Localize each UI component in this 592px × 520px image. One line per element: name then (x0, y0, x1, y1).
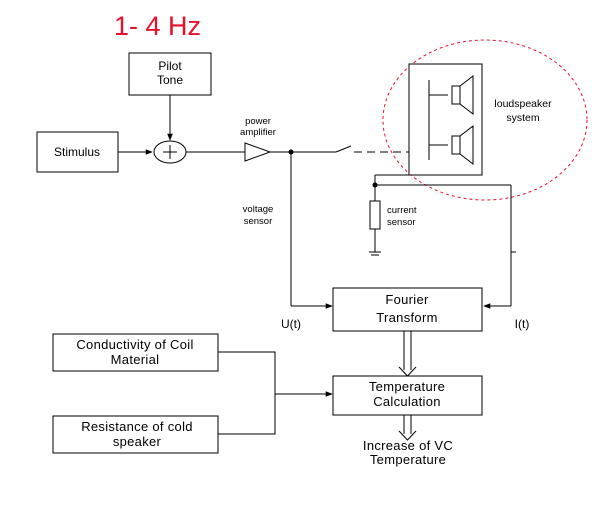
output-line-2: Temperature (370, 452, 446, 467)
voltage-sensor-line-2: sensor (244, 216, 273, 227)
loudspeaker-system-block (408, 63, 483, 176)
power-amplifier-line-2: amplifier (240, 127, 276, 138)
conductivity-line-2: Material (111, 352, 160, 367)
fourier-line-1: Fourier (385, 292, 429, 307)
current-sensor-line-2: sensor (387, 217, 416, 228)
speaker-driver-top-icon (451, 74, 474, 116)
loudspeaker-highlight-circle (382, 39, 588, 201)
summing-junction (153, 140, 187, 164)
switch-blade (335, 145, 352, 153)
pilot-tone-block: Pilot Tone (128, 52, 212, 96)
loudspeaker-label-line-1: loudspeaker (494, 98, 552, 110)
fourier-transform-block: Fourier Transform (332, 287, 483, 332)
resistance-line-1: Resistance of cold (81, 419, 193, 434)
resistance-block: Resistance of cold speaker (52, 415, 219, 454)
loudspeaker-label-line-2: system (506, 112, 540, 124)
resistance-line-2: speaker (113, 434, 162, 449)
stimulus-label: Stimulus (54, 145, 100, 159)
pilot-tone-line-2: Tone (157, 73, 183, 87)
temperature-line-1: Temperature (369, 379, 445, 394)
current-sensor-line-1: current (387, 205, 417, 216)
power-amplifier-triangle (244, 142, 272, 162)
stimulus-block: Stimulus (36, 131, 119, 173)
frequency-label: 1- 4 Hz (114, 11, 201, 41)
fourier-to-temperature-arrow (398, 331, 417, 377)
power-amplifier-line-1: power (245, 116, 271, 127)
conductivity-line-1: Conductivity of Coil (76, 337, 193, 352)
speaker-driver-bottom-icon (451, 124, 474, 166)
u-t-label: U(t) (281, 317, 301, 331)
current-sensor-resistor (369, 200, 381, 230)
pilot-tone-line-1: Pilot (158, 59, 182, 73)
temperature-calculation-block: Temperature Calculation (332, 375, 483, 416)
i-t-label: I(t) (515, 317, 530, 331)
output-line-1: Increase of VC (363, 438, 453, 453)
temperature-line-2: Calculation (373, 394, 441, 409)
inputs-merge-connector (218, 351, 276, 435)
conductivity-block: Conductivity of Coil Material (52, 333, 219, 372)
output-arrow (398, 415, 417, 441)
fourier-line-2: Transform (376, 310, 437, 325)
voltage-sensor-line-1: voltage (243, 204, 274, 215)
